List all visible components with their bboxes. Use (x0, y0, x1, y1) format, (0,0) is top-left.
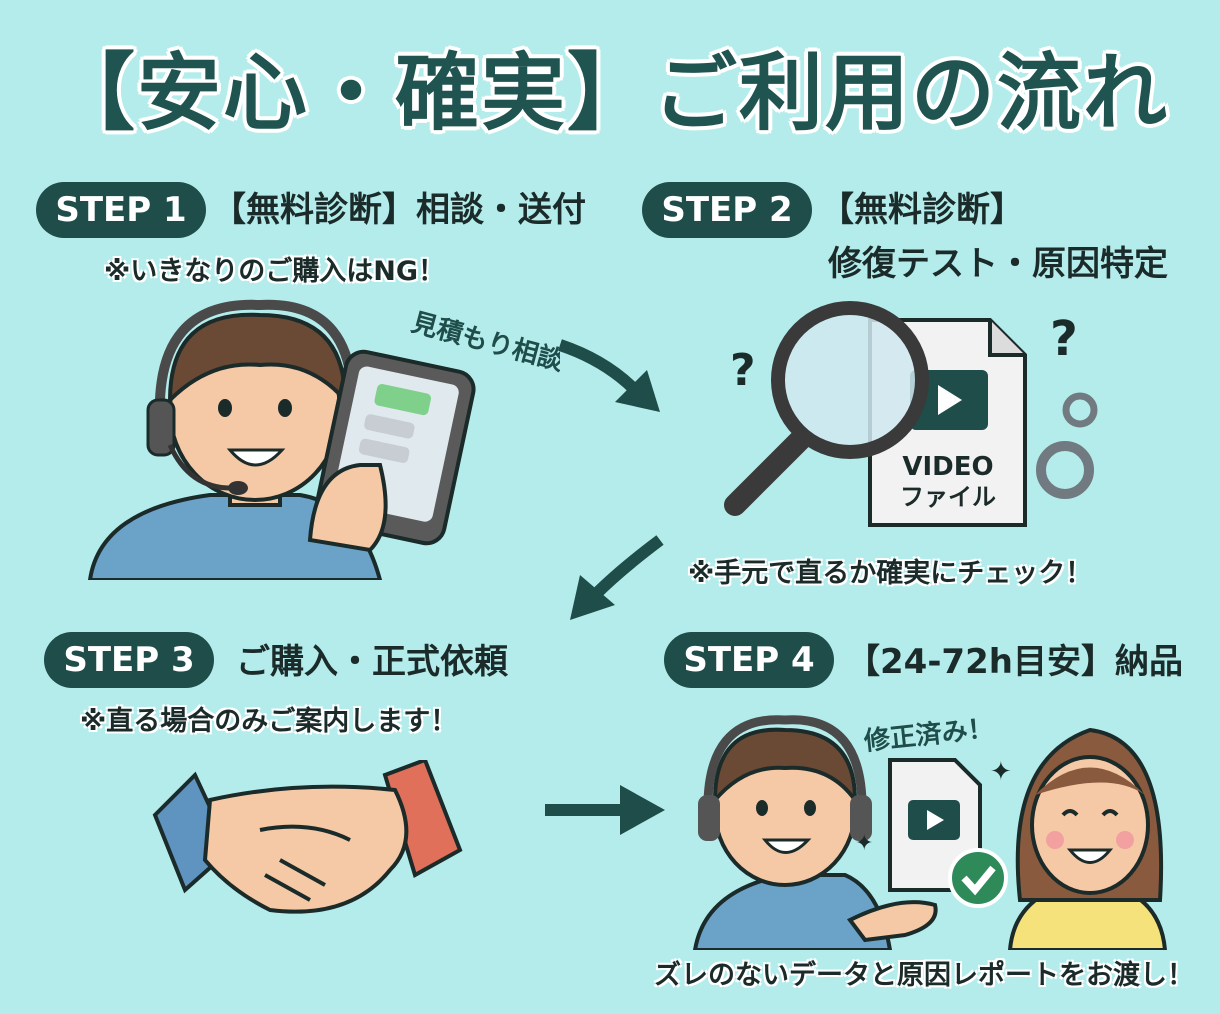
handshake-illustration (152, 760, 463, 914)
arrow-down-left-icon (570, 535, 664, 620)
operator-phone-illustration: 見積もり相談 (87, 299, 560, 580)
step1-heading: 【無料診断】相談・送付 (212, 190, 586, 230)
step2-heading-line2: 修復テスト・原因特定 (828, 244, 1168, 284)
arrow-right-icon (545, 785, 665, 835)
step2-heading-line1: 【無料診断】 (820, 190, 1024, 230)
gear-icon (1036, 441, 1094, 499)
sparkle-icon: ✦ (855, 831, 873, 856)
gear-icon (1062, 392, 1098, 428)
step4-note: ズレのないデータと原因レポートをお渡し！ (654, 960, 1194, 991)
step1-badge: STEP 1 (36, 182, 206, 238)
step2-note: ※手元で直るか確実にチェック！ (688, 558, 1093, 589)
question-mark-icon: ? (1050, 311, 1078, 367)
step3-note: ※直る場合のみご案内します！ (80, 706, 458, 737)
step3-badge: STEP 3 (44, 632, 214, 688)
delivery-illustration: 修正済み！ ✦ ✦ (692, 713, 1168, 950)
magnifier-file-illustration: VIDEO ファイル ? ? (724, 301, 1098, 527)
step1-note: ※いきなりのご購入はNG！ (104, 256, 446, 287)
step3-heading: ご購入・正式依頼 (236, 642, 508, 682)
file-label-video: VIDEO (902, 452, 993, 482)
page-title: 【安心・確実】ご利用の流れ (50, 44, 1169, 142)
step2-badge: STEP 2 (642, 182, 812, 238)
question-mark-icon: ? (730, 345, 756, 396)
check-circle-icon (948, 848, 1008, 908)
step4-heading: 【24-72h目安】納品 (846, 642, 1183, 682)
step4-badge: STEP 4 (664, 632, 834, 688)
sparkle-icon: ✦ (990, 757, 1012, 787)
arrow-right-icon (558, 339, 660, 412)
file-label-file: ファイル (900, 483, 996, 511)
step4-bubble: 修正済み！ (861, 713, 995, 758)
